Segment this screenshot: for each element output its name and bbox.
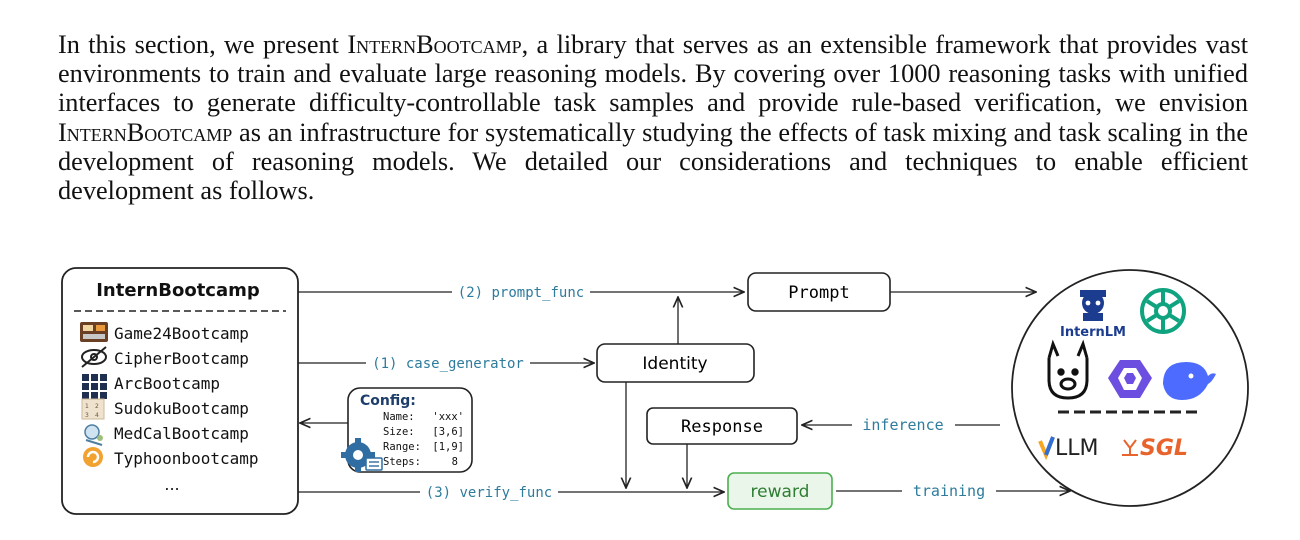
library-title: InternBootcamp <box>96 280 260 301</box>
qwen-logo <box>1108 360 1152 398</box>
sgl-logo: SGL <box>1122 436 1188 461</box>
config-box: Config: Name: 'xxx' Size: [3,6] Range: [… <box>341 387 473 473</box>
svg-text:3: 3 <box>85 412 89 419</box>
config-value: 'xxx' <box>432 411 464 423</box>
sudoku-icon: 1 2 3 4 <box>81 398 105 420</box>
bootcamp-item: ArcBootcamp <box>114 374 220 393</box>
internlm-logo: InternLM <box>1060 290 1126 340</box>
intro-paragraph: In this section, we present InternBootca… <box>58 30 1248 205</box>
vllm-logo: LLM <box>1038 436 1099 461</box>
deepseek-logo <box>1163 362 1216 400</box>
config-key: Size: <box>383 426 415 438</box>
openai-logo <box>1140 288 1186 334</box>
config-value: [3,6] <box>432 426 464 438</box>
llama-logo <box>1047 339 1089 400</box>
svg-text:2: 2 <box>95 403 99 410</box>
bootcamp-library-box: InternBootcamp <box>61 267 299 515</box>
prompt-label: Prompt <box>788 283 849 303</box>
bootcamp-item: Game24Bootcamp <box>114 324 249 343</box>
prompt-func-edge: (2) prompt_func <box>298 285 744 301</box>
inference-edge: inference <box>802 416 1000 434</box>
verify-func-label: (3) verify_func <box>426 485 552 501</box>
prompt-node: Prompt <box>747 272 891 312</box>
paragraph-text: , a library that serves as an extensible… <box>58 30 1249 118</box>
inference-label: inference <box>862 416 943 434</box>
svg-text:4: 4 <box>95 412 99 419</box>
verify-func-edge: (3) verify_func <box>298 485 724 501</box>
config-title: Config: <box>360 393 416 409</box>
bootcamp-item: SudokuBootcamp <box>114 399 249 418</box>
config-key: Name: <box>383 411 415 423</box>
config-key: Steps: <box>383 456 421 468</box>
reward-node: reward <box>727 472 833 510</box>
response-node: Response <box>646 407 798 445</box>
game24-icon <box>80 322 108 342</box>
case-generator-label: (1) case_generator <box>372 356 524 372</box>
config-value: [1,9] <box>432 441 464 453</box>
typhoon-icon <box>83 447 103 467</box>
svg-text:1: 1 <box>85 403 89 410</box>
prompt-func-label: (2) prompt_func <box>458 285 584 301</box>
case-generator-edge: (1) case_generator <box>298 356 594 372</box>
gear-icon <box>341 438 383 472</box>
reward-box <box>727 472 833 510</box>
config-key: Range: <box>383 441 421 453</box>
reward-label: reward <box>751 482 810 502</box>
bootcamp-item: MedCalBootcamp <box>114 424 249 443</box>
framework-figure: InternBootcamp 1 2 3 4 Game24Bootcamp Ci… <box>61 267 1249 515</box>
library-name: InternBootcamp <box>347 30 522 59</box>
config-value: 8 <box>452 456 458 468</box>
internlm-label: InternLM <box>1060 325 1126 340</box>
training-edge: training <box>836 482 1070 500</box>
bootcamp-item: Typhoonbootcamp <box>114 449 259 468</box>
paragraph-text: In this section, we present <box>58 30 348 59</box>
more-ellipsis: ... <box>164 475 179 494</box>
bootcamp-item: CipherBootcamp <box>114 349 249 368</box>
response-label: Response <box>681 417 763 437</box>
cipher-icon <box>81 346 107 368</box>
training-label: training <box>913 482 985 500</box>
vllm-label: LLM <box>1055 436 1099 461</box>
grid-icon <box>82 374 107 399</box>
identity-node: Identity <box>596 343 755 383</box>
paragraph-text: as an infrastructure for systematically … <box>58 117 1248 206</box>
sgl-label: SGL <box>1140 436 1188 461</box>
library-name: InternBootcamp <box>58 117 233 147</box>
medcal-icon <box>84 424 103 446</box>
identity-label: Identity <box>642 354 707 374</box>
